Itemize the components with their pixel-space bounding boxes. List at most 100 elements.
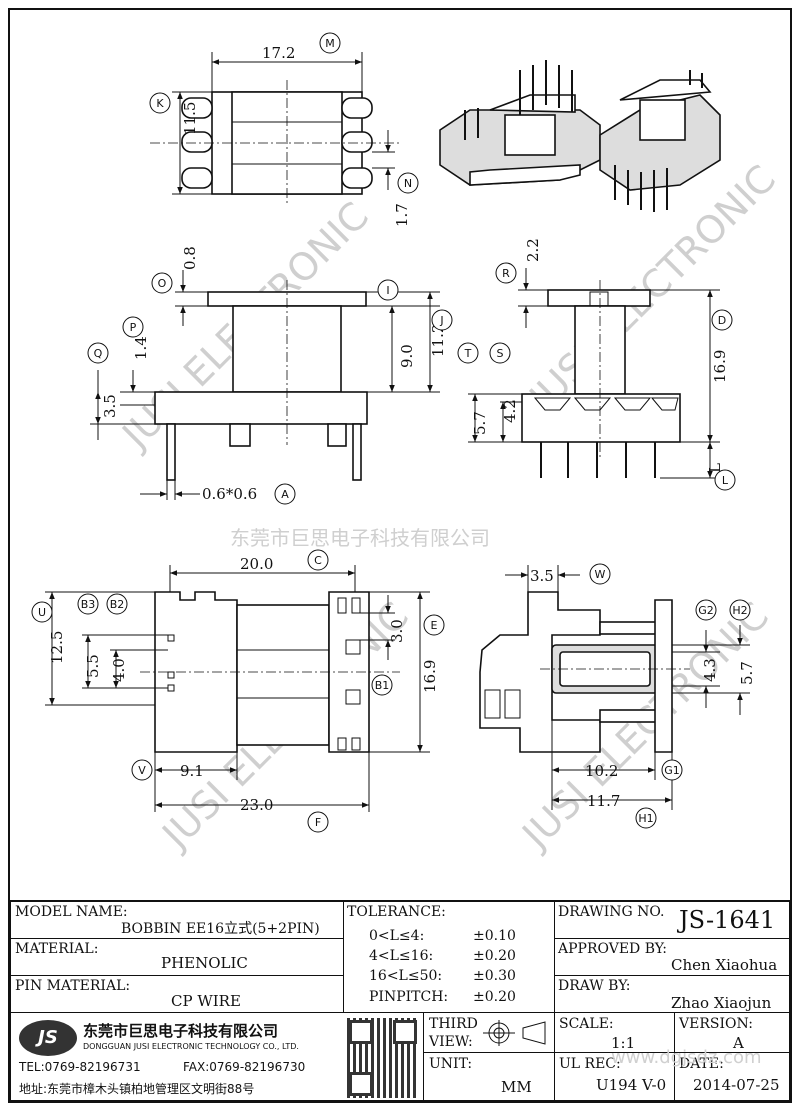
callout-n-label: N [404,177,412,190]
dim-e-value: 16.9 [421,660,439,693]
model-name-label: MODEL NAME: [15,904,128,920]
dim-f-value: 23.0 [240,796,273,814]
dim-j-value: 11.2 [429,324,447,357]
callout-u-label: U [38,606,46,619]
dim-b2-value: 4.0 [110,658,128,682]
callout-g1-label: G1 [664,764,680,777]
qr-code [347,1018,419,1098]
callout-k-label: K [156,97,164,110]
callout-l: L [714,469,736,491]
callout-c: C [307,549,329,571]
callout-p: P [122,316,144,338]
callout-n: N [397,172,419,194]
dim-q-value: 3.5 [101,394,119,418]
callout-f-label: F [315,816,321,829]
callout-w: W [589,563,611,585]
ul-rec-label: UL REC: [559,1056,621,1072]
callout-b3: B3 [77,593,99,615]
callout-i: I [377,279,399,301]
tolerance-label: TOLERANCE: [347,904,446,920]
dim-s-value: 4.2 [501,399,519,423]
side-view: 2.2 5.7 4.2 16.9 L [468,238,729,479]
projection-symbol-icon [483,1020,546,1046]
callout-g1: G1 [661,759,683,781]
callout-a-label: A [281,488,289,501]
tolerance-range-3: PINPITCH: [369,989,449,1005]
company-name-en: DONGGUAN JUSI ELECTRONIC TECHNOLOGY CO.,… [83,1042,299,1051]
company-logo: JS [19,1020,77,1056]
bottom-view: 20.0 12.5 5.5 4.0 3.0 16.9 9.1 23.0 [45,555,439,814]
callout-w-label: W [595,568,606,581]
dim-a-value: 0.6*0.6 [202,485,257,503]
approved-by-value: Chen Xiaohua [671,956,778,974]
callout-b1: B1 [371,674,393,696]
dim-w-value: 3.5 [530,567,554,585]
callout-o: O [151,272,173,294]
dim-i-value: 9.0 [398,344,416,368]
dim-n-value: 1.7 [393,203,411,227]
ul-rec-value: U194 V-0 [596,1076,667,1094]
callout-t: T [457,342,479,364]
third-view-label-1: THIRD [429,1016,478,1032]
material-value: PHENOLIC [161,954,248,972]
callout-b1-label: B1 [375,679,390,692]
callout-r: R [495,262,517,284]
watermark-company: 东莞市巨思电子科技有限公司 [230,526,490,550]
company-fax: FAX:0769-82196730 [183,1060,306,1074]
callout-f: F [307,811,329,833]
callout-h2: H2 [729,599,751,621]
callout-g2-label: G2 [698,604,714,617]
dim-p-value: 1.4 [132,336,150,360]
callout-r-label: R [502,267,510,280]
section-view: 3.5 4.3 5.7 10.2 11.7 [479,565,756,810]
front-view: 0.8 1.4 3.5 9.0 11.2 0.6*0.6 [90,246,447,503]
callout-i-label: I [386,284,389,297]
approved-by-label: APPROVED BY: [558,941,667,957]
callout-q-label: Q [94,347,103,360]
tolerance-value-1: ±0.20 [473,948,516,964]
callout-l-label: L [722,474,729,487]
dim-d-value: 16.9 [711,350,729,383]
dim-u-value: 12.5 [48,631,66,664]
dim-g1-value: 10.2 [585,762,618,780]
company-address: 地址:东莞市樟木头镇柏地管理区文明街88号 [19,1082,255,1096]
callout-j-label: J [439,314,443,327]
callout-b2-label: B2 [110,598,125,611]
dim-m-value: 17.2 [262,44,295,62]
scale-label: SCALE: [559,1016,614,1032]
material-label: MATERIAL: [15,941,99,957]
callout-k: K [149,92,171,114]
draw-by-label: DRAW BY: [558,978,631,994]
callout-a: A [274,483,296,505]
dim-g2-value: 4.3 [701,658,719,682]
dim-t-value: 5.7 [471,411,489,435]
version-value: A [733,1034,744,1052]
company-name-cn: 东莞市巨思电子科技有限公司 [83,1022,279,1040]
version-label: VERSION: [679,1016,753,1032]
callout-d-label: D [718,314,726,327]
tolerance-range-0: 0<L≤4: [369,928,425,944]
callout-j: J [431,309,453,331]
drawing-no-value: JS-1641 [679,906,776,934]
callout-e-label: E [431,619,438,632]
callout-m: M [319,32,341,54]
dim-v-value: 9.1 [180,762,204,780]
isometric-view-1 [439,60,601,186]
callout-v-label: V [138,764,146,777]
draw-by-value: Zhao Xiaojun [671,994,772,1012]
drawing-border [8,8,792,1103]
callout-s: S [489,342,511,364]
date-label: DATE: [679,1056,724,1072]
watermark-brand-2: JUSI ELECTRONIC [520,157,784,421]
callout-c-label: C [314,554,322,567]
scale-value: 1:1 [611,1034,636,1052]
tolerance-value-3: ±0.20 [473,989,516,1005]
top-view: 17.2 11.5 1.7 [150,44,411,227]
dim-r-value: 2.2 [524,238,542,262]
callout-u: U [31,601,53,623]
callout-p-label: P [130,321,137,334]
tolerance-range-1: 4<L≤16: [369,948,434,964]
tolerance-value-0: ±0.10 [473,928,516,944]
tolerance-range-2: 16<L≤50: [369,968,443,984]
